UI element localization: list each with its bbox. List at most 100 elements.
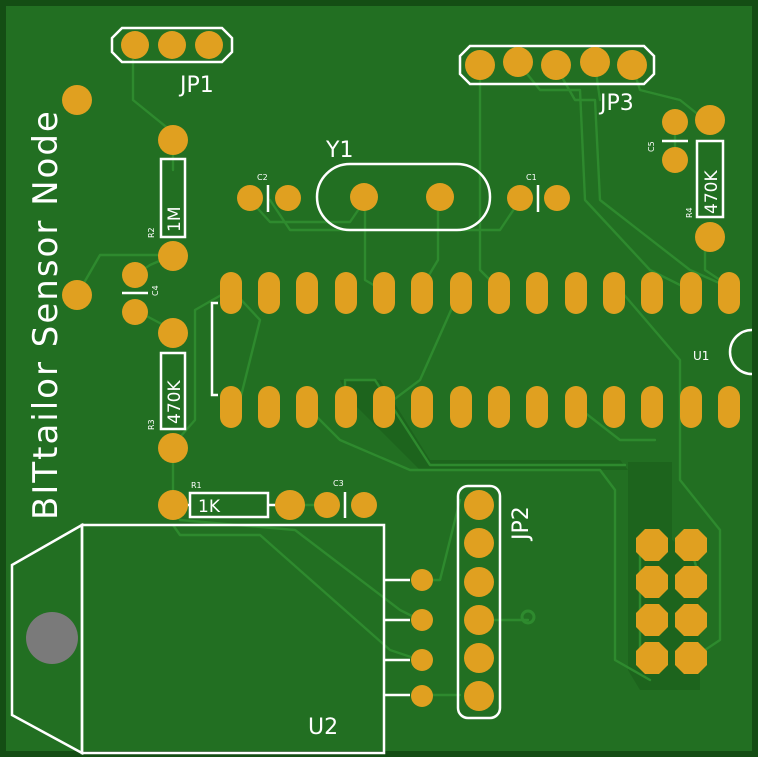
jp3-pin-4	[580, 47, 610, 77]
jp2-label: JP2	[509, 506, 534, 542]
u1-pin	[335, 272, 357, 314]
r1-pin-2	[275, 490, 305, 520]
jp2-outline	[456, 484, 502, 720]
u1-pin	[296, 272, 318, 314]
c2-pin-1	[237, 185, 263, 211]
r1-value: 1K	[198, 497, 221, 517]
isp-pin	[636, 604, 668, 636]
c5-label: C5	[647, 141, 656, 152]
r2-outline	[159, 157, 187, 239]
jp1-outline	[110, 26, 234, 64]
y1-label: Y1	[325, 138, 353, 163]
y1-pin-1	[350, 183, 378, 211]
r4-pin-2	[695, 222, 725, 252]
u1-pin	[488, 386, 510, 428]
jp2-pin-2	[464, 528, 494, 558]
u1-pin	[411, 386, 433, 428]
jp1-pin-2	[158, 31, 186, 59]
u1-pin	[450, 272, 472, 314]
c2-pin-2	[275, 185, 301, 211]
jp3-pin-5	[617, 50, 647, 80]
r4-pin-1	[695, 105, 725, 135]
r3-pin-1	[158, 318, 188, 348]
c3-label: C3	[333, 479, 344, 488]
isp-pin	[636, 566, 668, 598]
u1-notch	[728, 328, 753, 376]
isp-pin	[636, 529, 668, 561]
u1-outline	[210, 301, 218, 397]
c4-pin-2	[122, 299, 148, 325]
r4-label: R4	[685, 207, 694, 218]
pads	[62, 31, 740, 711]
c3-pin-2	[351, 492, 377, 518]
r3-pin-2	[158, 433, 188, 463]
u1-pin	[718, 386, 740, 428]
u1-pin	[603, 386, 625, 428]
c1-pin-2	[544, 185, 570, 211]
board-substrate	[6, 6, 752, 751]
jp2-pin-6	[464, 681, 494, 711]
u1-pin	[220, 272, 242, 314]
jp3-pin-2	[503, 47, 533, 77]
u1-pin	[680, 272, 702, 314]
u1-pin	[220, 386, 242, 428]
u2-pin-3	[411, 649, 433, 671]
u1-pin	[718, 272, 740, 314]
r4-outline	[695, 139, 725, 219]
u2-pin-2	[411, 609, 433, 631]
c1-pin-1	[507, 185, 533, 211]
u2-label: U2	[308, 715, 338, 740]
c4-label: C4	[151, 285, 160, 296]
jp1-pin-3	[195, 31, 223, 59]
test-via	[520, 609, 536, 625]
jp1-label: JP1	[178, 73, 214, 98]
board-title: BITtailor Sensor Node	[26, 109, 66, 520]
u1-pin	[373, 386, 395, 428]
jp3-outline	[458, 44, 656, 86]
r4-value: 470K	[702, 170, 722, 214]
u1-pin	[641, 386, 663, 428]
c5-pin-1	[662, 109, 688, 135]
u2-mounting-hole	[26, 612, 78, 664]
c1-label: C1	[526, 173, 537, 182]
y1-outline	[315, 162, 492, 232]
u1-pin	[680, 386, 702, 428]
jp2-pin-1	[464, 490, 494, 520]
u1-pin	[526, 386, 548, 428]
c2-label: C2	[257, 173, 268, 182]
r2-value: 1M	[165, 207, 185, 232]
u1-pin	[488, 272, 510, 314]
r3-outline	[159, 351, 187, 431]
r3-label: R3	[147, 419, 156, 430]
isp-pin	[675, 642, 707, 674]
u1-pin	[603, 272, 625, 314]
sensor-pad-bottom	[62, 280, 92, 310]
u1-pin	[258, 272, 280, 314]
r1-pin-1	[158, 490, 188, 520]
r1-label: R1	[191, 481, 202, 490]
u1-pin	[526, 272, 548, 314]
y1-pin-2	[426, 183, 454, 211]
u2-tab-outline	[10, 522, 84, 756]
sensor-pad-top	[62, 85, 92, 115]
jp2-pin-3	[464, 567, 494, 597]
jp3-pin-1	[465, 50, 495, 80]
jp3-pin-3	[541, 50, 571, 80]
u1-label: U1	[693, 349, 709, 363]
u1-pin	[450, 386, 472, 428]
isp-pin	[636, 642, 668, 674]
jp2-pin-5	[464, 643, 494, 673]
u1-pin	[335, 386, 357, 428]
u1-pin	[411, 272, 433, 314]
c4-pin-1	[122, 262, 148, 288]
r2-label: R2	[147, 227, 156, 238]
u1-pin	[565, 386, 587, 428]
u2-pin-1	[411, 569, 433, 591]
jp1-pin-1	[121, 31, 149, 59]
isp-pin	[675, 604, 707, 636]
jp3-label: JP3	[598, 91, 634, 116]
isp-pin	[675, 529, 707, 561]
u1-pin	[258, 386, 280, 428]
c3-pin-1	[314, 492, 340, 518]
